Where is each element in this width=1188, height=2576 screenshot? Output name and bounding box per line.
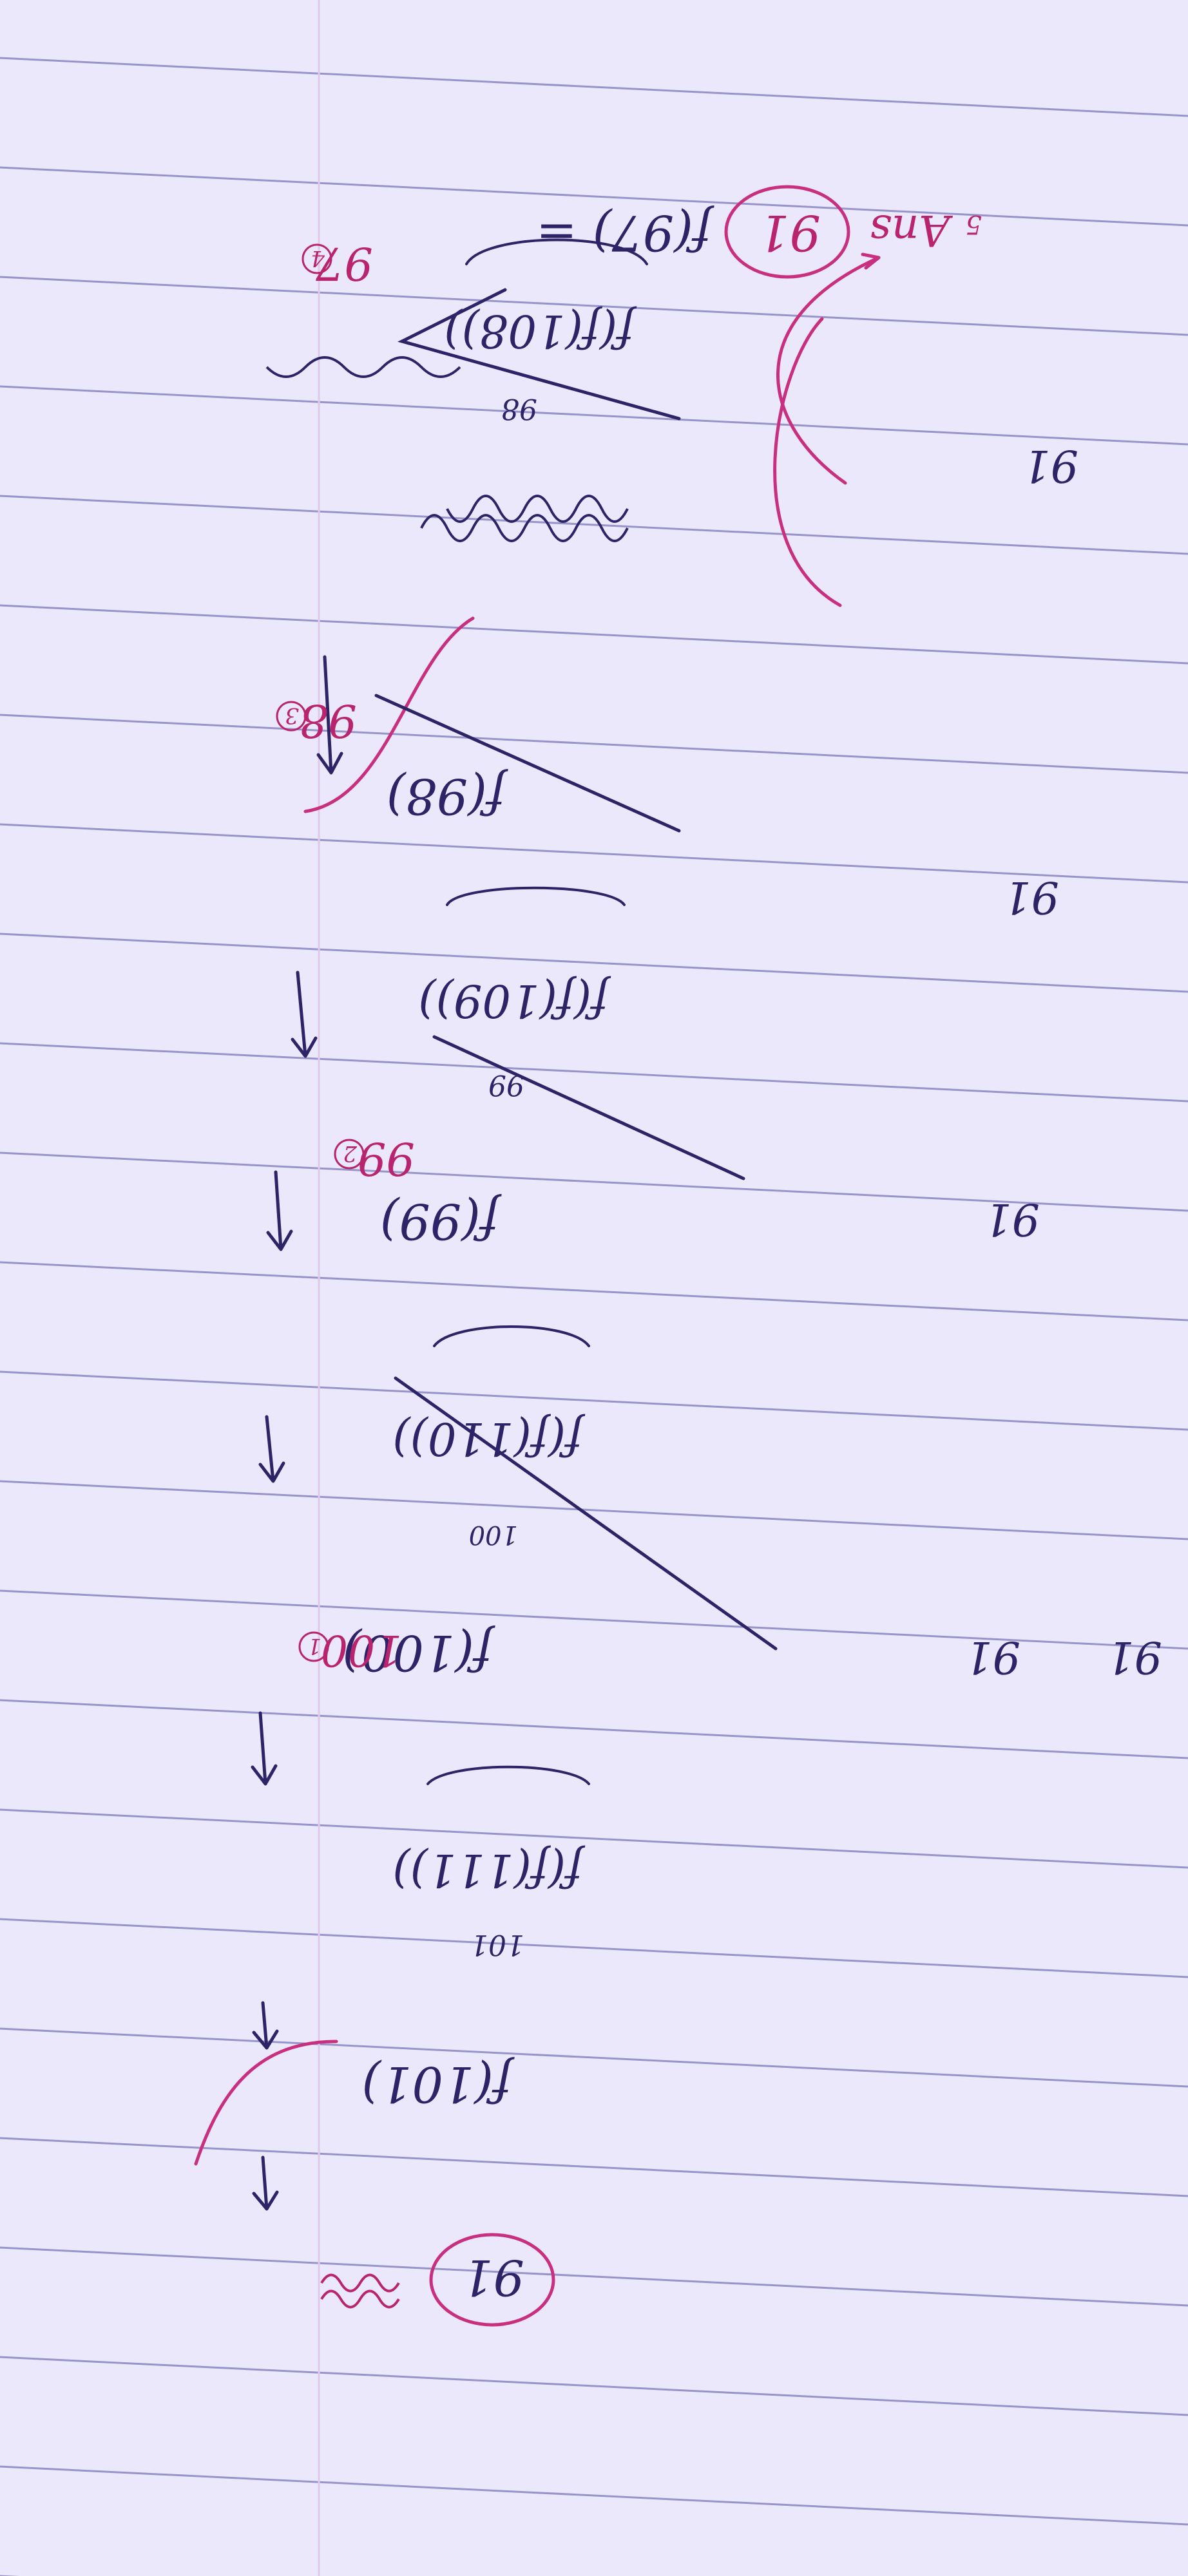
connector-f97: [398, 288, 681, 421]
ruled-line: [0, 2246, 1188, 2307]
brace-f109: [446, 886, 626, 906]
ruled-line: [0, 276, 1188, 336]
ruled-line: [0, 933, 1188, 993]
chain-result: 91: [462, 2249, 524, 2306]
step-circle-2: [334, 1139, 365, 1170]
side-notes: 97 4 98 3 99 2 100 1: [276, 237, 415, 1675]
return-arrow-1: [776, 256, 881, 485]
ruled-lines: [0, 57, 1188, 2576]
ruled-line: [0, 1589, 1188, 1650]
answer-circle-final: [724, 185, 850, 279]
ruled-line: [0, 1151, 1188, 1212]
up-arrow-4: [258, 1415, 285, 1483]
scribble-3: [265, 356, 461, 378]
step-circle-1: [298, 1631, 329, 1662]
up-arrow-6: [252, 2001, 279, 2050]
ruled-line: [0, 2027, 1188, 2088]
ruled-line: [0, 1808, 1188, 1869]
chain-line-f110: f(f(110)): [392, 1412, 586, 1465]
ruled-line: [0, 823, 1188, 884]
brace-f111: [426, 1765, 590, 1785]
return-value-5: 91: [1106, 1631, 1162, 1682]
chain-line-f111: f(f(111)): [392, 1844, 586, 1897]
side-note-97-step: 4: [311, 245, 325, 271]
return-value-4: 91: [964, 1631, 1020, 1682]
up-arrow-2: [291, 971, 318, 1058]
side-note-98-step: 3: [285, 703, 299, 728]
ruled-line: [0, 166, 1188, 227]
brace-f108: [465, 238, 648, 265]
ruled-line: [0, 495, 1188, 555]
return-values: 91 91 91 91 91: [964, 440, 1162, 1682]
return-value-1: 91: [1022, 440, 1078, 491]
ruled-line: [0, 1918, 1188, 1978]
up-arrow-3: [266, 1170, 293, 1251]
final-answer: 91: [758, 204, 821, 261]
return-arrow-4: [303, 616, 475, 813]
side-note-99: 99: [358, 1132, 415, 1185]
ruled-line: [0, 2137, 1188, 2197]
ruled-line: [0, 57, 1188, 117]
connector-lines: [374, 288, 778, 1651]
return-arrow-2: [773, 317, 842, 607]
chain-line-f109: f(f(109)): [418, 974, 611, 1027]
crossed-out-scribbles: [265, 356, 629, 542]
side-note-97: 97: [315, 237, 373, 290]
return-arrowhead-1: [861, 252, 881, 270]
return-arrow-3: [194, 2040, 338, 2166]
up-arrow-7: [252, 2155, 279, 2211]
answer-circle-top: [429, 2233, 555, 2327]
crossed-out-scribble-top: [320, 2273, 400, 2309]
ruled-line: [0, 1699, 1188, 1759]
chain-over-f110: 100: [469, 1520, 518, 1549]
side-note-98: 98: [300, 694, 357, 747]
up-arrow-5: [251, 1711, 278, 1786]
side-note-100-step: 1: [307, 1633, 321, 1659]
ruled-line: [0, 2465, 1188, 2526]
chain-line-f98: f(98): [387, 768, 508, 825]
ruled-line: [0, 604, 1188, 665]
chain-text: f(97) = 91 Ans 5 f(f(108)) 98 f(98) f(f(…: [343, 204, 982, 2306]
side-note-100: 100: [321, 1625, 402, 1675]
scribble-4: [320, 2273, 400, 2309]
connector-f99: [432, 1035, 745, 1180]
ruled-line: [0, 1480, 1188, 1540]
chain-line-f100: f(100): [343, 1624, 496, 1681]
scribble-1: [420, 514, 629, 542]
connector-f100: [394, 1376, 778, 1651]
ruled-line: [0, 1042, 1188, 1103]
chain-over-f108: 98: [501, 392, 537, 425]
ruled-line: [0, 714, 1188, 774]
return-path: [194, 252, 881, 2166]
step-arrows: [251, 655, 343, 2211]
eval-braces: [426, 238, 648, 1785]
chain-line-f97: f(97) =: [536, 204, 714, 261]
step-circle-3: [276, 701, 307, 732]
chain-line-f108: f(f(108)): [444, 305, 637, 357]
answer-label: Ans: [870, 205, 953, 255]
ruled-line: [0, 1370, 1188, 1431]
brace-f110: [433, 1325, 590, 1347]
scribble-2: [446, 495, 629, 523]
ruled-line: [0, 385, 1188, 446]
chain-over-f109: 99: [488, 1068, 524, 1101]
side-note-99-step: 2: [343, 1141, 358, 1166]
answer-circles: [429, 185, 850, 2327]
ruled-line: [0, 1261, 1188, 1321]
step-circle-4: [302, 243, 332, 274]
chain-over-f111: 101: [470, 1928, 524, 1961]
answer-step-number: 5: [966, 209, 982, 239]
return-value-3: 91: [984, 1193, 1040, 1244]
ruled-line: [0, 2356, 1188, 2416]
connector-f98: [374, 694, 681, 833]
up-arrow-1: [316, 655, 343, 775]
chain-line-f101: f(101): [362, 2056, 515, 2113]
return-value-2: 91: [1003, 871, 1059, 922]
chain-line-f99: f(99): [380, 1193, 502, 1250]
